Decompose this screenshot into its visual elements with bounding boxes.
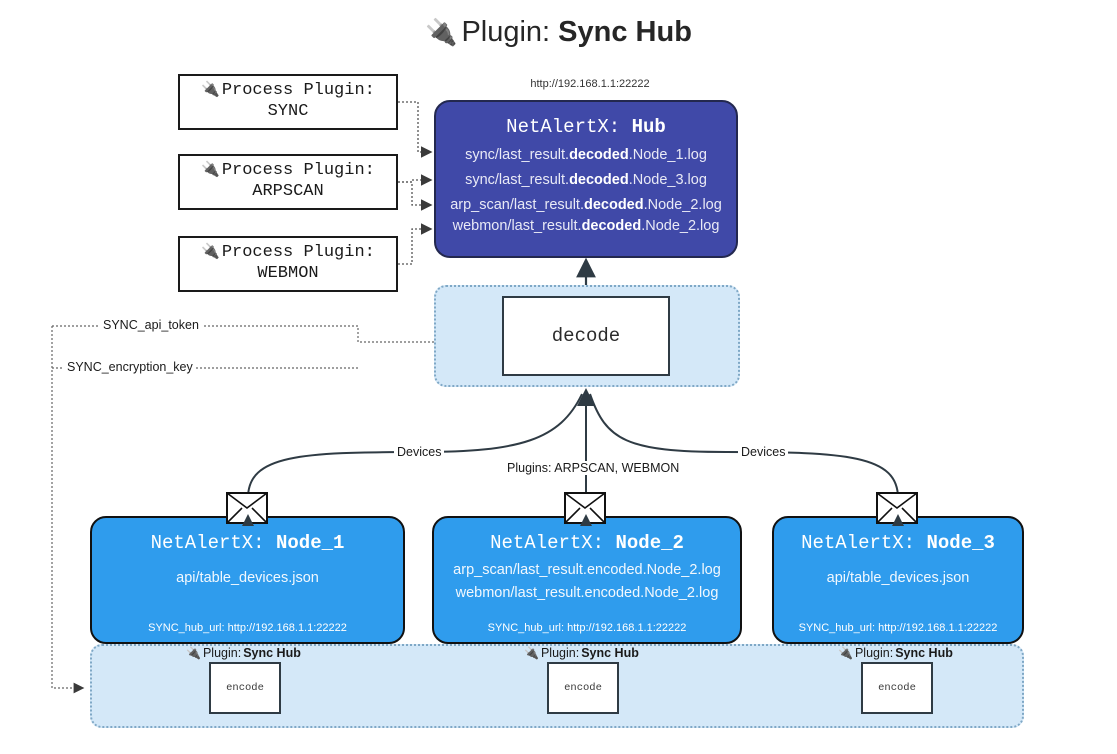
node-title-name: Node_3 <box>926 532 995 554</box>
logline-pre: arp_scan/last_result. <box>450 197 584 213</box>
hub-title-prefix: NetAlertX: <box>506 116 621 138</box>
decode-box[interactable]: decode <box>502 296 670 376</box>
hub-logline: webmon/last_result.decoded.Node_2.log <box>436 218 736 234</box>
node-hub-url: SYNC_hub_url: http://192.168.1.1:22222 <box>774 622 1022 634</box>
hub-logline: sync/last_result.decoded.Node_1.log <box>436 147 736 163</box>
edge-label-devices-right: Devices <box>738 445 789 459</box>
node-line: api/table_devices.json <box>826 570 970 586</box>
process-plugin-sync[interactable]: 🔌Process Plugin: SYNC <box>178 74 398 130</box>
hub-logline: sync/last_result.decoded.Node_3.log <box>436 172 736 188</box>
process-plugin-name: SYNC <box>267 102 309 121</box>
encoder-plugin-prefix: Plugin: <box>202 646 242 660</box>
plug-icon: 🔌 <box>201 244 220 262</box>
process-plugin-name: ARPSCAN <box>252 182 324 201</box>
process-plugin-webmon[interactable]: 🔌Process Plugin: WEBMON <box>178 236 398 292</box>
node-hub-url: SYNC_hub_url: http://192.168.1.1:22222 <box>434 622 740 634</box>
logline-mid: decoded <box>569 147 629 163</box>
encoder-plugin-label-3: 🔌Plugin: Sync Hub <box>838 646 953 660</box>
process-plugin-label: Process Plugin: <box>221 81 375 101</box>
process-plugin-label: Process Plugin: <box>221 161 375 181</box>
hub-card[interactable]: NetAlertX: Hub sync/last_result.decoded.… <box>434 100 738 258</box>
node-title: NetAlertX: Node_2 <box>434 532 740 554</box>
node-hub-url-value: http://192.168.1.1:22222 <box>567 622 687 634</box>
logline-pre: sync/last_result. <box>465 147 570 163</box>
node-hub-url: SYNC_hub_url: http://192.168.1.1:22222 <box>92 622 403 634</box>
node-hub-url-key: SYNC_hub_url: <box>148 622 225 634</box>
encode-box-1[interactable]: encode <box>209 662 281 714</box>
node-line: arp_scan/last_result.encoded.Node_2.log <box>453 562 721 578</box>
logline-pre: webmon/last_result. <box>452 218 582 234</box>
plug-icon: 🔌 <box>838 646 853 660</box>
logline-post: .Node_2.log <box>641 218 720 234</box>
logline-post: .Node_2.log <box>643 197 722 213</box>
encoder-plugin-name: Sync Hub <box>581 646 639 660</box>
encoder-plugin-name: Sync Hub <box>243 646 301 660</box>
node-title-name: Node_1 <box>276 532 345 554</box>
page-title: 🔌Plugin: Sync Hub <box>0 16 1117 49</box>
logline-mid: decoded <box>569 172 629 188</box>
node-title: NetAlertX: Node_3 <box>774 532 1022 554</box>
encoder-plugin-label-2: 🔌Plugin: Sync Hub <box>524 646 639 660</box>
plug-icon: 🔌 <box>186 646 201 660</box>
node-hub-url-value: http://192.168.1.1:22222 <box>878 622 998 634</box>
node-card-node-1[interactable]: NetAlertX: Node_1 api/table_devices.json… <box>90 516 405 644</box>
node-hub-url-value: http://192.168.1.1:22222 <box>227 622 347 634</box>
plug-icon: 🔌 <box>201 162 220 180</box>
node-title: NetAlertX: Node_1 <box>92 532 403 554</box>
encoder-plugin-prefix: Plugin: <box>854 646 894 660</box>
hub-logline: arp_scan/last_result.decoded.Node_2.log <box>436 197 736 213</box>
node-line: webmon/last_result.encoded.Node_2.log <box>455 585 719 601</box>
logline-mid: decoded <box>581 218 642 234</box>
encoder-plugin-label-1: 🔌Plugin: Sync Hub <box>186 646 301 660</box>
page-title-prefix: Plugin: <box>461 16 551 48</box>
edge-label-sync-encryption-key: SYNC_encryption_key <box>64 360 196 374</box>
plug-icon: 🔌 <box>425 17 458 47</box>
encoder-plugin-name: Sync Hub <box>895 646 953 660</box>
plug-icon: 🔌 <box>524 646 539 660</box>
process-plugin-arpscan[interactable]: 🔌Process Plugin: ARPSCAN <box>178 154 398 210</box>
node-title-name: Node_2 <box>615 532 684 554</box>
node-title-prefix: NetAlertX: <box>801 532 916 554</box>
logline-pre: sync/last_result. <box>465 172 570 188</box>
hub-title: NetAlertX: Hub <box>436 116 736 138</box>
hub-title-name: Hub <box>631 116 666 138</box>
process-plugin-label: Process Plugin: <box>221 243 375 263</box>
edge-label-devices-left: Devices <box>394 445 445 459</box>
page-title-name: Sync Hub <box>558 16 692 48</box>
process-plugin-name: WEBMON <box>257 264 319 283</box>
node-hub-url-key: SYNC_hub_url: <box>798 622 876 634</box>
node-line: api/table_devices.json <box>176 570 319 586</box>
node-title-prefix: NetAlertX: <box>150 532 265 554</box>
node-title-prefix: NetAlertX: <box>490 532 605 554</box>
encoder-plugin-prefix: Plugin: <box>540 646 580 660</box>
hub-url-label: http://192.168.1.1:22222 <box>530 78 650 90</box>
encode-box-3[interactable]: encode <box>861 662 933 714</box>
plug-icon: 🔌 <box>201 82 220 100</box>
encode-box-2[interactable]: encode <box>547 662 619 714</box>
logline-post: .Node_1.log <box>628 147 707 163</box>
edge-label-sync-api-token: SYNC_api_token <box>100 318 202 332</box>
logline-mid: decoded <box>583 197 644 213</box>
node-hub-url-key: SYNC_hub_url: <box>487 622 565 634</box>
edge-label-plugins-center: Plugins: ARPSCAN, WEBMON <box>504 461 683 475</box>
logline-post: .Node_3.log <box>628 172 707 188</box>
